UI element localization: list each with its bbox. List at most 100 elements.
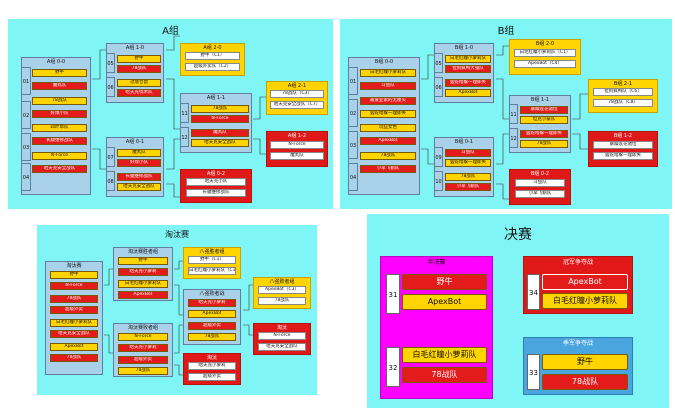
finals-title: 决赛 xyxy=(504,227,532,243)
group-a-0-2-label: A组 0-2 xyxy=(206,171,226,177)
match-number: 01 xyxy=(21,67,31,95)
team-slot: 白毛红瞳小萝莉队 xyxy=(360,69,416,77)
match-number: 07 xyxy=(106,147,115,167)
knockout-top8-winners-label: 八强胜者组 xyxy=(199,249,225,255)
team-slot: 斗鱼队 xyxy=(515,179,565,187)
team-slot: 哈夫克安全战队 xyxy=(32,165,87,173)
team-slot: 野牛 xyxy=(402,274,487,290)
match-number: 11 xyxy=(180,103,189,123)
team-slot: 超级外卖 xyxy=(188,322,236,330)
group-a-title: A组 xyxy=(162,26,179,37)
group-a-0-2: A组 0-2 xyxy=(180,169,252,203)
team-slot: 猛蛇暗躲一理即失 xyxy=(360,110,416,118)
team-slot: 78战队 xyxy=(520,140,568,148)
match-number: 01 xyxy=(348,67,358,95)
team-slot: N-Force xyxy=(118,333,168,341)
group-b-2-1-label: B组 2-1 xyxy=(613,81,633,87)
group-a-2-0-label: A组 2-0 xyxy=(203,45,222,51)
match-number: 12 xyxy=(509,128,518,148)
team-slot: 哈夫克小萝莉 xyxy=(188,299,236,307)
team-slot: 超级外卖 xyxy=(50,306,98,314)
team-slot: 小早飞鹅队 xyxy=(445,183,491,191)
team-slot: 超级外卖队（C2） xyxy=(185,63,240,71)
match-number: 08 xyxy=(106,171,115,191)
group-a-1-2: A组 1-2 xyxy=(266,131,328,167)
group-a-0-1-label: A组 0-1 xyxy=(125,139,145,145)
group-b-title: B组 xyxy=(497,26,515,37)
team-slot: 78战队 xyxy=(360,152,416,160)
team-slot: 白毛红瞳小萝莉队 xyxy=(50,319,98,327)
knockout-panel: 淘汰赛 淘汰赛 野牛 N-Force 78战队 超级外卖 白毛红瞳小萝莉队 哈夫… xyxy=(37,225,317,395)
team-slot: 魔丸队 xyxy=(270,152,324,160)
team-slot: 哈夫克伐木队 xyxy=(117,89,161,97)
team-slot: 78战队 xyxy=(542,374,628,390)
team-slot: 野牛 xyxy=(50,271,98,279)
match-number: 11 xyxy=(509,104,518,124)
group-b-1-0-label: B组 1-0 xyxy=(454,45,474,51)
match-number: 05 xyxy=(106,53,115,73)
team-slot: 野牛（C1） xyxy=(188,256,236,264)
match-number: 10 xyxy=(434,171,443,191)
team-slot: 暴躁莲花诸位 xyxy=(593,141,653,149)
finals-panel: 决赛 半决赛 31 野牛 ApexBot 32 白毛红瞳小萝莉队 78战队 冠军… xyxy=(367,214,669,408)
team-slot: ApexBot xyxy=(402,294,487,310)
team-slot: 超级外卖 xyxy=(188,373,236,381)
match-number: 33 xyxy=(527,354,540,390)
match-number: 06 xyxy=(106,77,115,97)
team-slot: 拉狗疯鸭大强队 xyxy=(445,65,491,73)
team-slot: 猛蛇暗躲一理即失 xyxy=(593,152,653,160)
knockout-losers-label: 淘汰赛败者组 xyxy=(127,325,158,331)
team-slot: 78战队 xyxy=(50,295,98,303)
team-slot: 魔丸队 xyxy=(32,82,87,90)
match-number: 06 xyxy=(434,77,443,97)
team-slot: 暴躁莲花诸位 xyxy=(520,106,568,114)
team-slot: 白毛红瞳小萝莉队 xyxy=(445,55,491,63)
team-slot: 78战队 xyxy=(191,105,249,113)
team-slot: 哈夫克安全战队（C7） xyxy=(270,101,324,109)
group-b-0-2-label: B组 0-2 xyxy=(530,171,550,177)
group-a-1-2-label: A组 1-2 xyxy=(287,133,307,139)
team-slot: 长腿维修战队 xyxy=(117,173,161,181)
team-slot: ApexBot xyxy=(360,137,416,145)
team-slot: 哈夫克安全战队 xyxy=(117,183,161,191)
match-number: 02 xyxy=(21,101,31,129)
team-slot: 78战队（C8） xyxy=(593,99,653,107)
team-slot: 野牛 xyxy=(117,55,161,63)
team-slot: ApexBot xyxy=(445,89,491,97)
team-slot: ApexBot（C3） xyxy=(258,286,306,294)
team-slot: 野牛 xyxy=(118,257,168,265)
team-slot: 哈夫克小队 xyxy=(186,178,246,186)
group-b-1-1-label: B组 1-1 xyxy=(530,97,550,103)
group-a-round0-label: A组 0-0 xyxy=(46,59,66,65)
team-slot: 野牛 xyxy=(32,69,87,77)
match-number: 04 xyxy=(21,163,31,191)
knockout-top8-match-label: 八强败者战 xyxy=(199,291,225,297)
team-slot: ApexBot xyxy=(50,343,98,351)
group-b-1-2-label: B组 1-2 xyxy=(613,133,633,139)
team-slot: 猛蛇暗躲一理即失 xyxy=(445,159,491,167)
team-slot: 78战队 xyxy=(402,367,487,383)
team-slot: N-Force xyxy=(270,141,324,149)
group-b-2-1: B组 2-1 xyxy=(588,79,658,113)
team-slot: ApexBot xyxy=(542,274,628,290)
match-number: 04 xyxy=(348,163,358,191)
team-slot: 哈夫克安全战队 xyxy=(191,139,249,147)
match-number: 05 xyxy=(434,53,443,73)
team-slot: 78战队 xyxy=(50,354,98,362)
semifinal-label: 半决赛 xyxy=(427,259,446,266)
team-slot: 哈夫克安全战队 xyxy=(50,330,98,338)
team-slot: 白毛红瞳小萝莉队 xyxy=(542,293,628,309)
knockout-winners-label: 淘汰赛胜者组 xyxy=(127,249,158,255)
team-slot: 白毛红瞳小萝莉队 xyxy=(118,280,168,288)
team-slot: N-Force xyxy=(32,152,87,160)
knockout-out-2-label: 淘汰 xyxy=(276,325,287,331)
team-slot: 哈夫克安全战队 xyxy=(258,343,306,351)
team-slot: 78战队 xyxy=(188,333,236,341)
match-number: 31 xyxy=(386,274,400,314)
group-a-1-1-label: A组 1-1 xyxy=(206,95,226,101)
team-slot: 小早飞鹅队 xyxy=(515,190,565,198)
team-slot: 长腿维修战队 xyxy=(186,189,246,197)
team-slot: 78战队 xyxy=(118,367,168,375)
team-slot: 78战队（C3） xyxy=(270,90,324,98)
team-slot: 超级外卖 xyxy=(118,356,168,364)
